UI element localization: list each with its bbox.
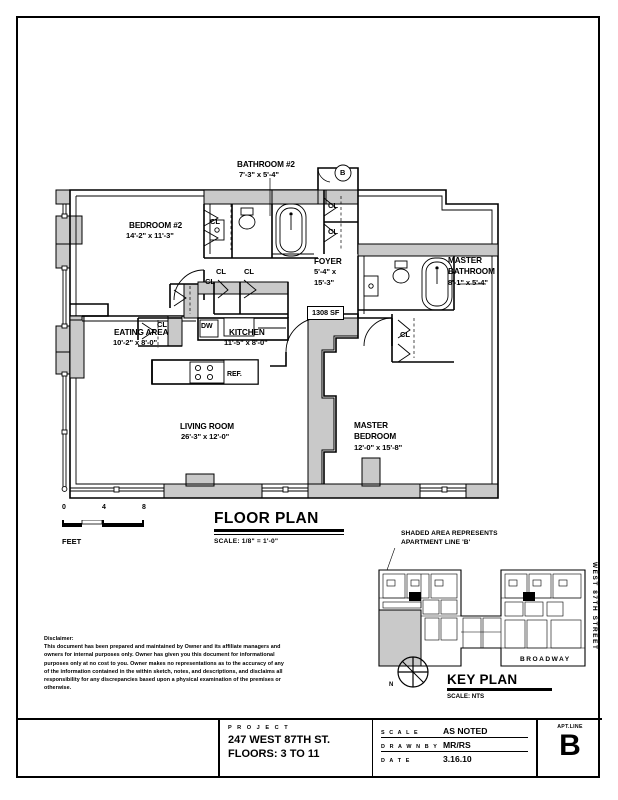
room-label-master-bathroom-line2: BATHROOM [448, 267, 495, 276]
room-label-bedroom2: BEDROOM #2 [129, 221, 183, 230]
key-plan-title-group: KEY PLAN SCALE: NTS [447, 672, 552, 700]
scale-caption: S C A L E [381, 730, 420, 736]
room-label-living-room: LIVING ROOM [180, 422, 234, 431]
room-label-eating-area: EATING AREA [114, 328, 169, 337]
room-dim-foyer-line2: 15'-3" [314, 278, 335, 287]
floor-plan-drawing: .w { fill:#c9c9c9; stroke:#000; stroke-w… [18, 18, 602, 518]
room-dim-living-room: 26'-3" x 12'-0" [181, 432, 230, 441]
closet-label-foyer-a: CL [328, 201, 338, 210]
room-dim-master-bedroom: 12'-0" x 15'-8" [354, 443, 403, 452]
scale-tick-0: 0 [62, 504, 66, 511]
meta-row-scale: S C A L E AS NOTED [381, 726, 528, 738]
title-block-blank-cell [18, 720, 220, 776]
project-floors: FLOORS: 3 TO 11 [228, 747, 320, 760]
scale-bar-graphic [62, 519, 144, 527]
room-label-foyer: FOYER [314, 257, 342, 266]
room-dim-bathroom2: 7'-3" x 5'-4" [239, 170, 279, 179]
date-caption: D A T E [381, 758, 411, 764]
room-dim-kitchen: 11'-5" x 8'-0" [224, 338, 268, 347]
room-label-kitchen: KITCHEN [229, 328, 265, 337]
project-caption: P R O J E C T [228, 725, 290, 731]
key-plan-title: KEY PLAN [447, 672, 518, 687]
title-block-apt-line-cell: APT.LINE B [538, 720, 602, 776]
room-label-bathroom2: BATHROOM #2 [237, 160, 295, 169]
closet-label-bedroom2: CL [210, 217, 220, 226]
floor-plan-title-group: FLOOR PLAN SCALE: 1/8" = 1'-0" [214, 510, 344, 545]
key-plan-rule [447, 688, 552, 691]
key-plan-street-bottom: BROADWAY [520, 656, 571, 663]
scale-value: AS NOTED [443, 726, 488, 736]
drawn-by-value: MR/RS [443, 740, 471, 750]
disclaimer-block: Disclaimer: This document has been prepa… [44, 635, 284, 692]
key-plan-group: SHADED AREA REPRESENTS APARTMENT LINE 'B… [373, 530, 598, 715]
room-dim-master-bathroom: 8'-1" x 5'-4" [448, 278, 488, 287]
compass-icon: N [389, 656, 429, 688]
scale-bar-unit: FEET [62, 537, 82, 546]
floor-plan-svg: .w { fill:#c9c9c9; stroke:#000; stroke-w… [55, 164, 499, 499]
floor-plan-scale: SCALE: 1/8" = 1'-0" [214, 537, 279, 545]
closet-label-eating-area: CL [157, 320, 167, 329]
closet-label-kitchen-b: CL [244, 267, 254, 276]
key-plan-note-line1: SHADED AREA REPRESENTS [401, 530, 498, 537]
scale-tick-8: 8 [142, 504, 146, 511]
room-dim-foyer-line1: 5'-4" x [314, 267, 337, 276]
refrigerator-label: REF. [227, 371, 242, 378]
room-label-master-bedroom-line1: MASTER [354, 421, 388, 430]
apt-line-caption: APT.LINE [557, 724, 583, 730]
disclaimer-body: This document has been prepared and main… [44, 644, 284, 692]
square-footage-badge: 1308 SF [307, 306, 345, 320]
scale-tick-4: 4 [102, 504, 106, 511]
closet-label-kitchen-a: CL [216, 267, 226, 276]
room-dim-bedroom2: 14'-2" x 11'-3" [126, 231, 174, 240]
scale-bar: 0 4 8 FEET [62, 504, 182, 546]
title-rule-thin [214, 533, 344, 535]
door-marker-b: B [340, 168, 346, 177]
meta-row-date: D A T E 3.16.10 [381, 754, 528, 765]
title-block-meta-cell: S C A L E AS NOTED D R A W N B Y MR/RS D… [373, 720, 538, 776]
drawing-sheet: .w { fill:#c9c9c9; stroke:#000; stroke-w… [16, 16, 602, 778]
closet-label-hall: CL [205, 277, 215, 286]
closet-label-foyer-b: CL [328, 227, 338, 236]
room-dim-eating-area: 10'-2" x 8'-0" [113, 338, 158, 347]
closet-label-master-bedroom: CL [400, 330, 410, 339]
room-label-master-bathroom-line1: MASTER [448, 256, 482, 265]
drawn-by-caption: D R A W N B Y [381, 744, 439, 750]
date-value: 3.16.10 [443, 754, 472, 764]
key-plan-scale: SCALE: NTS [447, 692, 485, 700]
disclaimer-heading: Disclaimer: [44, 636, 74, 642]
key-plan-note-line2: APARTMENT LINE 'B' [401, 538, 471, 546]
key-plan-note: SHADED AREA REPRESENTS APARTMENT LINE 'B… [401, 530, 498, 548]
room-label-master-bedroom-line2: BEDROOM [354, 432, 397, 441]
title-rule-thick [214, 529, 344, 532]
key-plan-street-right: WEST 87TH STREET [591, 562, 598, 651]
dishwasher-label: DW [201, 323, 213, 330]
apt-line-value: B [559, 729, 581, 762]
floor-plan-title: FLOOR PLAN [214, 510, 319, 527]
project-address: 247 WEST 87TH ST. [228, 734, 331, 746]
svg-text:N: N [389, 682, 393, 688]
title-block-project-cell: P R O J E C T 247 WEST 87TH ST. FLOORS: … [220, 720, 373, 776]
meta-row-drawn-by: D R A W N B Y MR/RS [381, 740, 528, 752]
title-block: P R O J E C T 247 WEST 87TH ST. FLOORS: … [18, 718, 602, 776]
